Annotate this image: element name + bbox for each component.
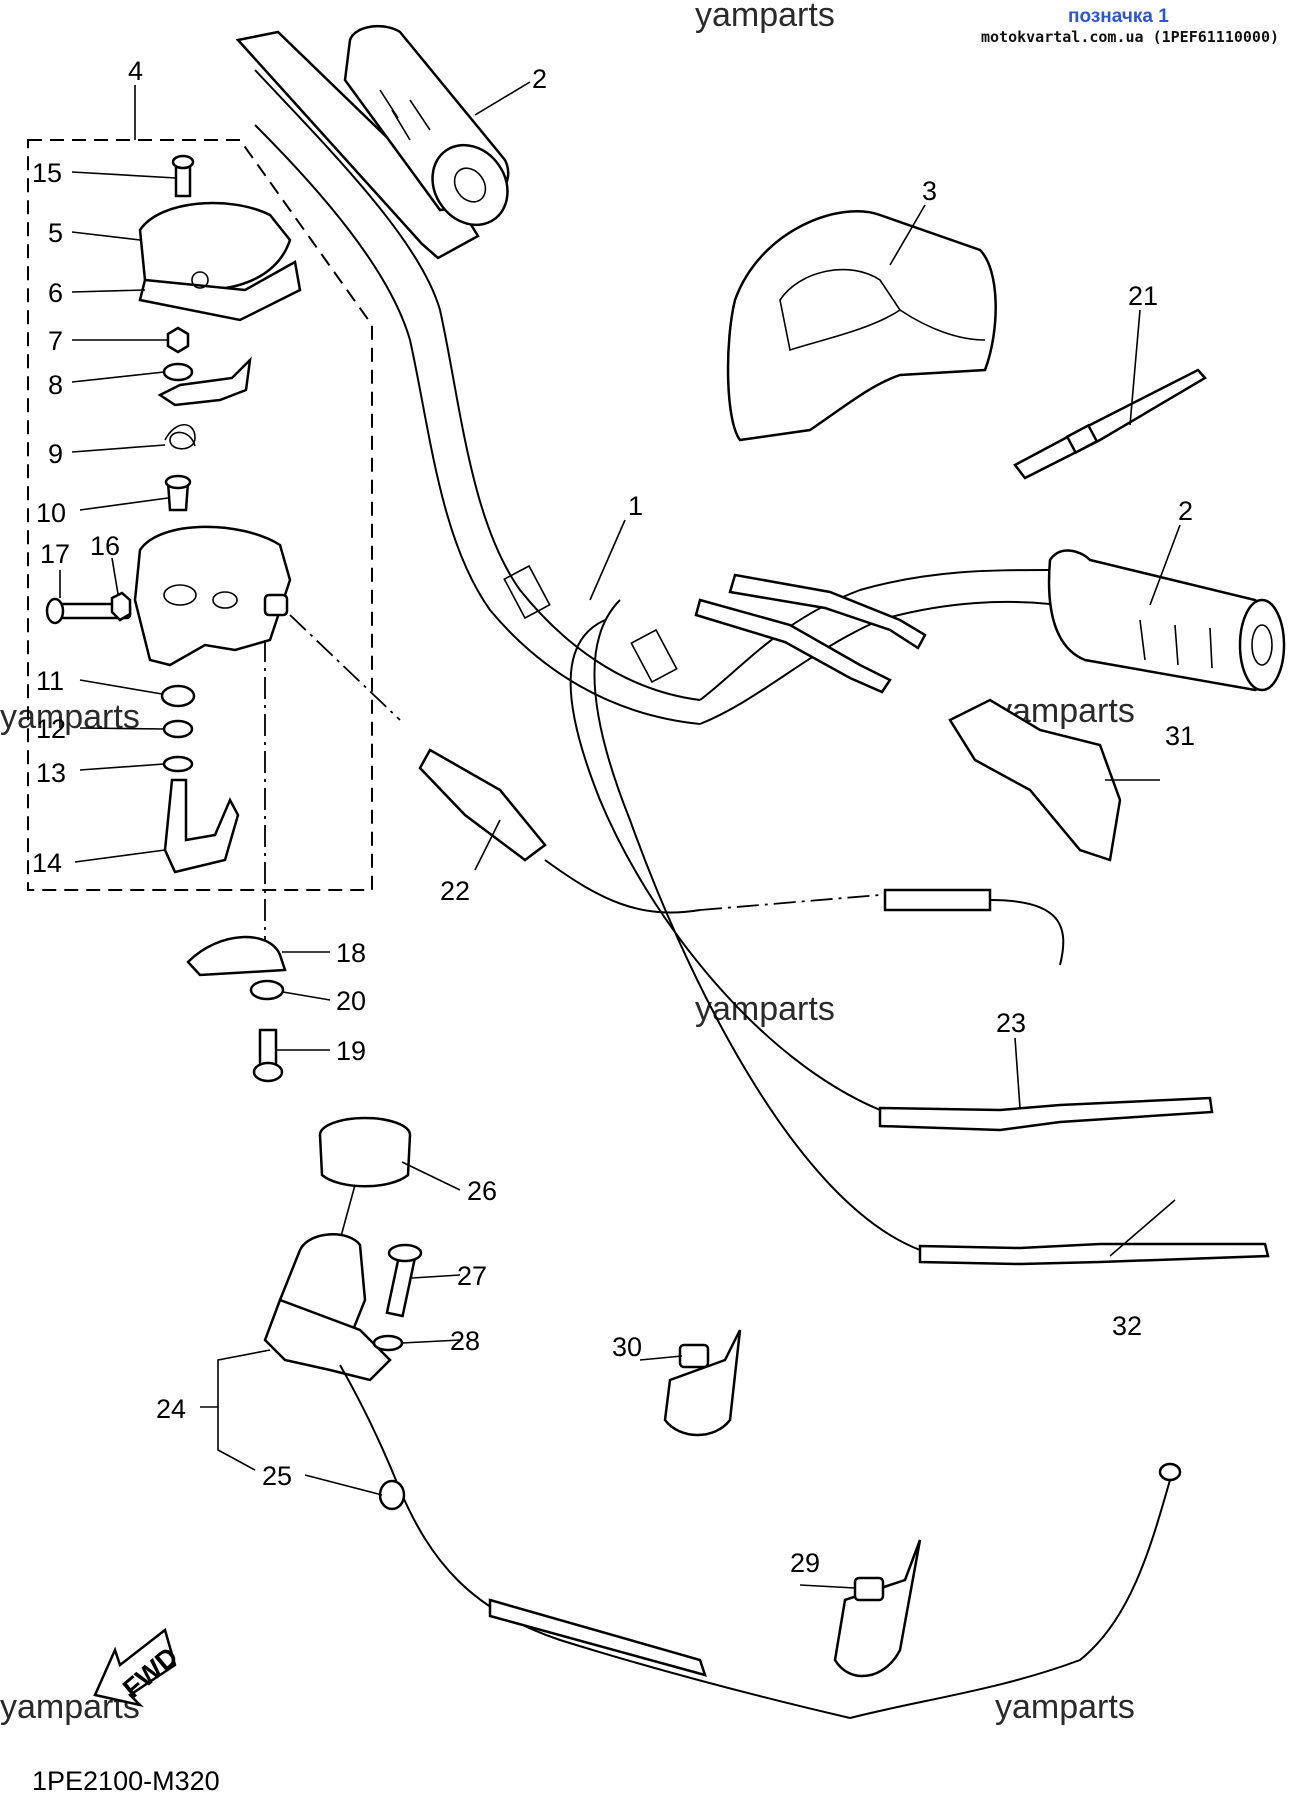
callout-20: 20 (336, 986, 366, 1016)
forward-arrow: FWD (93, 1627, 184, 1708)
callout-17: 17 (40, 539, 70, 569)
callout-29: 29 (790, 1548, 820, 1578)
callout-2-left: 2 (532, 64, 547, 94)
handlebar-pad (726, 210, 997, 442)
callout-18: 18 (336, 938, 366, 968)
callout-23: 23 (996, 1008, 1026, 1038)
left-grip (343, 24, 510, 227)
switch-cable (339, 1364, 1182, 1719)
handlebar (235, 30, 1051, 725)
watermark-center: yamparts (695, 990, 835, 1028)
diagram-code: 1PE2100-M320 (32, 1766, 220, 1796)
callout-28: 28 (450, 1326, 480, 1356)
start-switch (263, 1116, 423, 1382)
callout-31: 31 (1165, 721, 1195, 751)
callout-3: 3 (922, 176, 937, 206)
callout-26: 26 (467, 1176, 497, 1206)
callout-4: 4 (128, 56, 143, 86)
routed-cables (569, 573, 1270, 1266)
callout-16: 16 (90, 531, 120, 561)
callout-12: 12 (36, 714, 66, 744)
callout-13: 13 (36, 758, 66, 788)
clamp-parts (186, 935, 287, 1083)
watermark-bottom-right: yamparts (995, 1688, 1135, 1726)
callout-14: 14 (32, 848, 62, 878)
throttle-parts (45, 154, 302, 945)
dust-boot (948, 698, 1122, 862)
stamp-subtitle: motokvartal.com.ua (1PEF61110000) (980, 28, 1279, 46)
callout-22: 22 (440, 876, 470, 906)
callout-32: 32 (1112, 1311, 1142, 1341)
callout-2-right: 2 (1178, 496, 1193, 526)
callout-30: 30 (612, 1332, 642, 1362)
callout-8: 8 (48, 370, 63, 400)
callout-11: 11 (36, 666, 64, 696)
callout-7: 7 (48, 326, 63, 356)
callout-24: 24 (156, 1394, 186, 1424)
throttle-assembly-box (27, 139, 373, 891)
callout-10: 10 (36, 498, 66, 528)
callout-1: 1 (628, 491, 643, 521)
callout-5: 5 (48, 218, 63, 248)
leader-lines (59, 81, 1181, 1589)
callout-9: 9 (48, 439, 63, 469)
right-grip (1047, 549, 1286, 692)
cable-tie (1013, 368, 1207, 480)
cable-clips (663, 1329, 922, 1678)
watermark-left: yamparts (0, 698, 140, 736)
callout-labels: 4 2 3 21 1 2 15 5 6 7 8 9 10 17 16 11 12… (32, 56, 1195, 1578)
callout-21: 21 (1128, 281, 1158, 311)
watermark-top: yamparts (695, 0, 835, 34)
callout-19: 19 (336, 1036, 366, 1066)
stamp-title: позначка 1 (1068, 6, 1169, 27)
callout-27: 27 (457, 1261, 487, 1291)
throttle-cable (289, 614, 1065, 966)
callout-25: 25 (262, 1461, 292, 1491)
callout-15: 15 (32, 158, 62, 188)
callout-6: 6 (48, 278, 63, 308)
